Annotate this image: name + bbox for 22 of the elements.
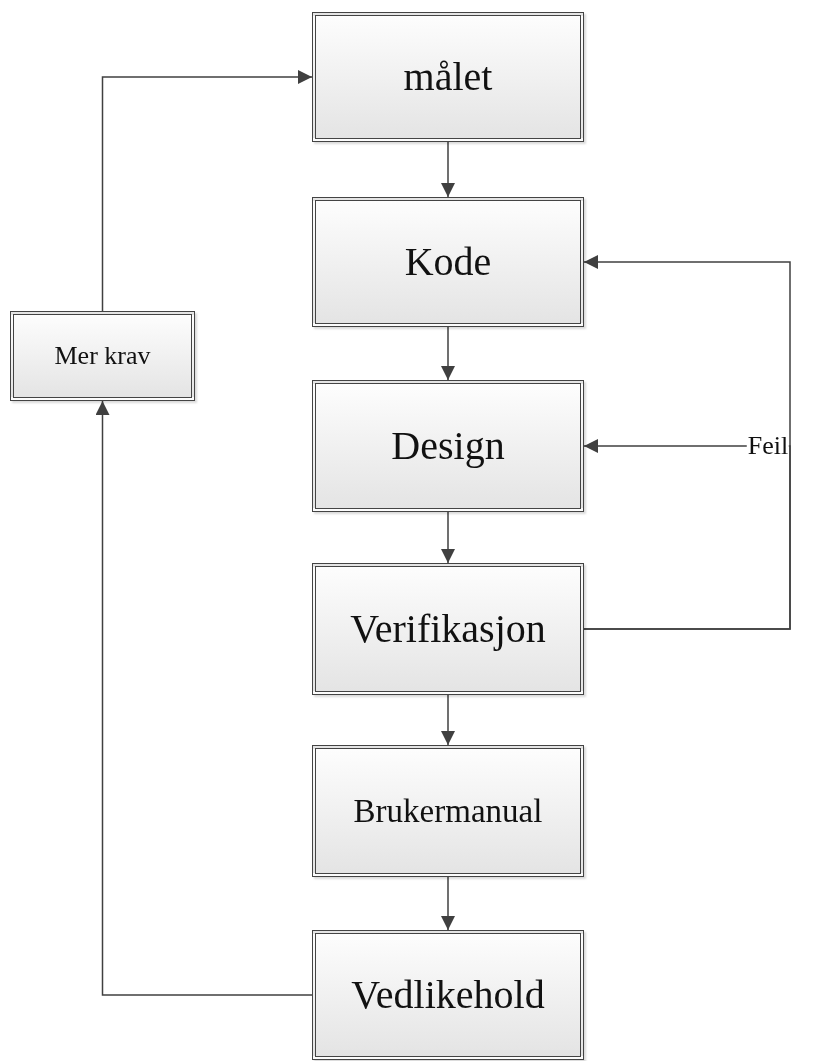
process-box [312,563,584,695]
box-label: Design [391,424,505,468]
box-label: Vedlikehold [351,973,545,1017]
box-label: Brukermanual [353,792,543,830]
arrow [441,326,455,381]
arrow [95,400,313,996]
box-label: Kode [404,240,492,284]
box-label: Verifikasjon [350,607,546,651]
arrow [441,694,455,746]
arrow [441,876,455,931]
box-label: målet [403,55,493,99]
process-box [312,745,584,877]
box-label: Mer krav [54,341,151,371]
process-box [312,380,584,512]
process-box [312,197,584,327]
arrow [441,141,455,198]
process-box [10,311,195,401]
process-box [312,930,584,1060]
process-box [312,12,584,142]
arrow [441,511,455,564]
arrow [101,70,313,312]
arrow [583,439,791,630]
